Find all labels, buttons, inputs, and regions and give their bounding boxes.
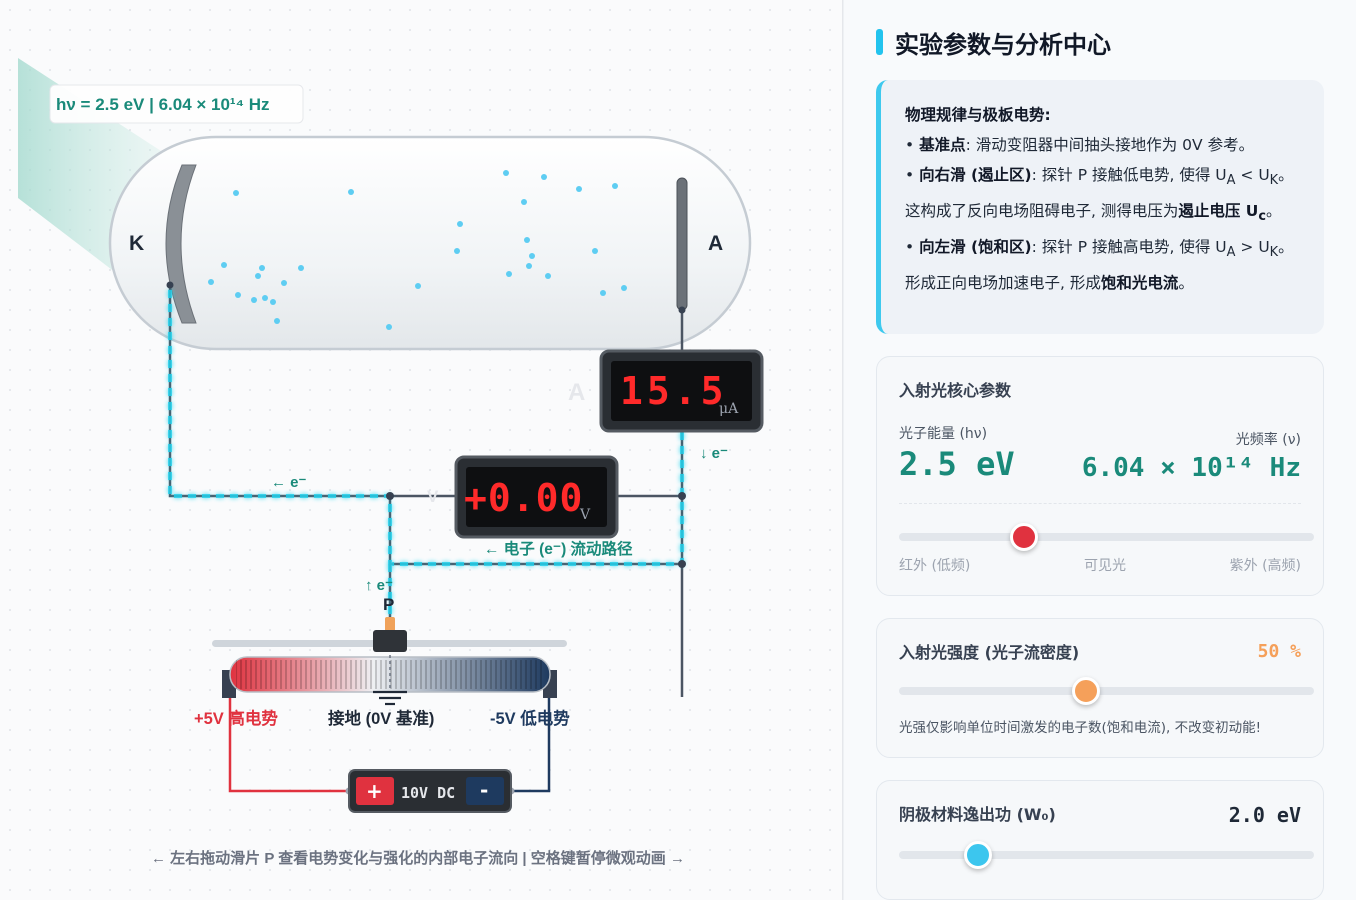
light-params-card: 入射光核心参数 光子能量 (hν) 2.5 eV 光频率 (ν) 6.04 × … [876, 356, 1324, 596]
intensity-title: 入射光强度 (光子流密度) [899, 643, 1080, 662]
tick-visible: 可见光 [1084, 558, 1126, 574]
voltmeter-readout: +0.00 [464, 476, 583, 520]
frequency-slider-knob[interactable] [1009, 523, 1038, 551]
work-function-slider-knob[interactable] [963, 841, 992, 869]
cathode-plate [165, 164, 197, 324]
flow-path-label: ← 电子 (e⁻) 流动路径 [484, 539, 633, 558]
electron-arrow-up: ↑ e⁻ [365, 577, 393, 594]
info-point-stop-region: • 向右滑 (遏止区): 探针 P 接触低电势, 使得 UA < UK。这构成了… [905, 166, 1294, 225]
electron-cloud [208, 170, 627, 330]
battery-plus: + [366, 779, 383, 803]
tick-ultraviolet: 紫外 (高频) [1229, 558, 1301, 574]
intensity-value: 50 % [1257, 641, 1301, 662]
photon-label-box [49, 84, 304, 124]
ammeter-ghost-label: A [568, 379, 585, 406]
experiment-stage: K A hν = 2.5 eV | 6.04 × 10¹⁴ Hz A V 15.… [0, 0, 843, 900]
intensity-slider-knob[interactable] [1071, 677, 1100, 705]
analysis-panel: 实验参数与分析中心 物理规律与极板电势: • 基准点: 滑动变阻器中间抽头接地作… [844, 0, 1356, 900]
intensity-slider-track[interactable] [899, 687, 1314, 695]
voltmeter-unit: V [579, 507, 591, 523]
rheostat [222, 655, 557, 706]
ammeter-readout: 15.5 [620, 369, 728, 413]
rheostat-low-label: -5V 低电势 [490, 708, 570, 728]
light-params-title: 入射光核心参数 [899, 381, 1012, 400]
frequency-slider-track[interactable] [899, 533, 1314, 541]
info-point-baseline: • 基准点: 滑动变阻器中间抽头接地作为 0V 参考。 [905, 136, 1255, 154]
work-function-title: 阴极材料逸出功 (W₀) [899, 805, 1056, 824]
ground-icon [373, 690, 407, 706]
photon-label: hν = 2.5 eV | 6.04 × 10¹⁴ Hz [56, 95, 270, 114]
info-point-saturation-region: • 向左滑 (饱和区): 探针 P 接触高电势, 使得 UA > UK。形成正向… [905, 238, 1294, 293]
battery-wire-negative [511, 698, 551, 793]
battery: + - 10V DC [348, 769, 512, 813]
tick-infrared: 红外 (低频) [899, 558, 971, 574]
frequency-value: 6.04 × 10¹⁴ Hz [1081, 453, 1301, 483]
physics-info-box: 物理规律与极板电势: • 基准点: 滑动变阻器中间抽头接地作为 0V 参考。 •… [876, 80, 1324, 334]
interaction-hint: ← 左右拖动滑片 P 查看电势变化与强化的内部电子流向 | 空格键暂停微观动画 … [151, 849, 685, 867]
info-heading: 物理规律与极板电势: [905, 106, 1051, 124]
photon-energy-value: 2.5 eV [899, 445, 1015, 483]
voltmeter: +0.00 V [454, 455, 619, 539]
slider-p-handle[interactable] [373, 617, 407, 652]
work-function-value: 2.0 eV [1228, 803, 1301, 827]
slider-p-label: P [383, 595, 394, 614]
rheostat-high-label: +5V 高电势 [194, 708, 278, 728]
work-function-card: 阴极材料逸出功 (W₀) 2.0 eV [876, 780, 1324, 900]
panel-title-text: 实验参数与分析中心 [895, 30, 1111, 59]
title-accent-bar [876, 29, 883, 55]
anode-rod [676, 177, 688, 311]
electron-flow-path [168, 290, 684, 620]
electron-arrow-down: ↓ e⁻ [700, 445, 728, 462]
panel-title: 实验参数与分析中心 [876, 24, 1324, 60]
electron-arrow-left: ← e⁻ [271, 474, 307, 491]
rheostat-ground-label: 接地 (0V 基准) [328, 708, 434, 728]
ammeter: 15.5 μA [599, 349, 764, 433]
intensity-card: 入射光强度 (光子流密度) 50 % 光强仅影响单位时间激发的电子数(饱和电流)… [876, 618, 1324, 758]
work-function-slider-track[interactable] [899, 851, 1314, 859]
voltmeter-ghost-label: V [427, 487, 439, 506]
battery-label: 10V DC [401, 784, 455, 802]
photon-energy-label: 光子能量 (hν) [899, 426, 988, 442]
intensity-note: 光强仅影响单位时间激发的电子数(饱和电流), 不改变初动能! [899, 720, 1262, 736]
vacuum-tube [108, 135, 752, 351]
battery-minus: - [480, 778, 488, 802]
frequency-label: 光频率 (ν) [1235, 432, 1301, 448]
ammeter-unit: μA [719, 401, 739, 417]
anode-label: A [708, 232, 723, 255]
cathode-label: K [129, 232, 144, 255]
circuit-diagram: K A hν = 2.5 eV | 6.04 × 10¹⁴ Hz A V 15.… [18, 58, 764, 867]
battery-wire-positive [228, 698, 349, 793]
